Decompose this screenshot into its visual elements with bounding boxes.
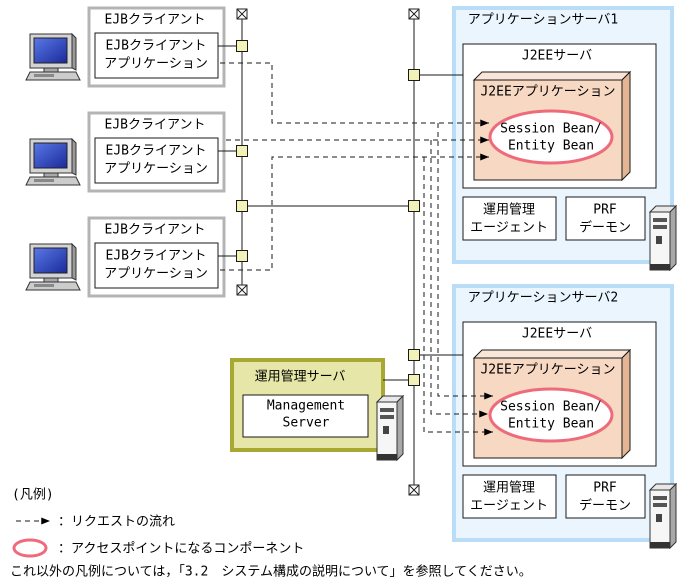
application-server-title: アプリケーションサーバ1: [468, 13, 618, 28]
management-agent-box: [462, 196, 557, 241]
management-server-label-line2: Server: [283, 416, 330, 431]
ejb-client-application-box: [94, 32, 219, 79]
ejb-client-application-box: [94, 137, 219, 184]
component-label-line1: Session Bean/: [500, 400, 602, 415]
j2ee-server-title: J2EEサーバ: [522, 327, 592, 342]
management-agent-label-line2: エージェント: [470, 499, 548, 514]
ejb-client-title: EJBクライアント: [105, 13, 206, 28]
j2ee-application-title: J2EEアプリケーション: [480, 85, 615, 100]
legend-access-point: ：アクセスポイントになるコンポーネント: [58, 542, 304, 557]
ejb-client-application-label-line1: EJBクライアント: [106, 249, 207, 264]
prf-daemon-label-line2: デーモン: [579, 220, 631, 236]
ejb-client-application-label-line1: EJBクライアント: [106, 144, 207, 159]
ejb-client-application-box: [94, 242, 219, 289]
prf-daemon-label-line1: PRF: [593, 481, 617, 496]
ejb-client-application-label-line2: アプリケーション: [104, 162, 208, 177]
connection-point-icon: [408, 374, 420, 386]
connection-point-icon: [236, 145, 248, 157]
connection-point-icon: [408, 200, 420, 212]
prf-daemon-box: [565, 474, 646, 519]
ejb-client-application-label-line2: アプリケーション: [104, 57, 208, 72]
request-flows: [220, 62, 493, 436]
management-server: 運用管理サーバ Management Server: [230, 358, 404, 461]
connection-point-icon: [236, 250, 248, 262]
ejb-client-2: EJBクライアント EJBクライアント アプリケーション: [25, 111, 226, 193]
j2ee-application-title: J2EEアプリケーション: [480, 363, 615, 378]
management-agent-label-line2: エージェント: [470, 221, 548, 236]
legend: (凡例) ：リクエストの流れ ：アクセスポイントになるコンポーネント これ以外の…: [10, 488, 532, 580]
ejb-client-application-label-line1: EJBクライアント: [106, 39, 207, 54]
network-terminator-icon: [408, 484, 420, 496]
application-server-1: アプリケーションサーバ1 J2EEサーバ J2EEアプリケーション Sessio…: [452, 6, 677, 271]
component-label-line2: Entity Bean: [508, 417, 594, 432]
application-server-title: アプリケーションサーバ2: [468, 291, 618, 306]
management-server-title: 運用管理サーバ: [255, 370, 346, 385]
component-label-line1: Session Bean/: [500, 122, 602, 137]
request-flow-client-1-to-server-1: [220, 62, 489, 127]
prf-daemon-box: [565, 196, 646, 241]
prf-daemon-label-line1: PRF: [593, 203, 617, 218]
management-agent-box: [462, 474, 557, 519]
connection-point-icon: [408, 69, 420, 81]
server-icon: [649, 205, 677, 271]
access-point-component: [488, 109, 614, 165]
ejb-client-3: EJBクライアント EJBクライアント アプリケーション: [25, 216, 226, 298]
j2ee-server-title: J2EEサーバ: [522, 49, 592, 64]
request-flow-client-2-to-server-2: [430, 140, 488, 418]
network-terminator-icon: [236, 8, 248, 20]
legend-note: これ以外の凡例については，「3.2 システム構成の説明について」を参照してくださ…: [10, 564, 532, 580]
management-agent-label-line1: 運用管理: [483, 203, 535, 218]
request-flow-client-3-to-server-1: [220, 153, 489, 271]
application-server-2: アプリケーションサーバ2 J2EEサーバ J2EEアプリケーション Sessio…: [452, 284, 677, 549]
connection-point-icon: [408, 349, 420, 361]
prf-daemon-label-line2: デーモン: [579, 498, 631, 514]
connection-point-icon: [236, 40, 248, 52]
request-flow-client-3-to-server-2: [423, 157, 493, 436]
access-point-legend-icon: [12, 538, 48, 558]
management-agent-label-line1: 運用管理: [483, 481, 535, 496]
access-point-component: [488, 387, 614, 443]
network-terminator-icon: [236, 284, 248, 296]
network-terminator-icon: [408, 8, 420, 20]
ejb-client-title: EJBクライアント: [105, 223, 206, 238]
ejb-client-application-label-line2: アプリケーション: [104, 267, 208, 282]
management-server-label-line1: Management: [267, 399, 345, 414]
computer-icon: [25, 243, 81, 291]
legend-heading: (凡例): [12, 488, 54, 503]
component-label-line2: Entity Bean: [508, 139, 594, 154]
legend-request-flow: ：リクエストの流れ: [58, 515, 175, 530]
ejb-client-title: EJBクライアント: [105, 118, 206, 133]
computer-icon: [25, 138, 81, 186]
server-icon: [649, 483, 677, 549]
connection-point-icon: [236, 200, 248, 212]
request-flow-client-1-to-server-2: [437, 123, 493, 400]
management-server-application-box: [242, 394, 369, 438]
server-icon: [376, 395, 404, 461]
ejb-client-1: EJBクライアント EJBクライアント アプリケーション: [25, 6, 226, 88]
computer-icon: [25, 33, 81, 81]
